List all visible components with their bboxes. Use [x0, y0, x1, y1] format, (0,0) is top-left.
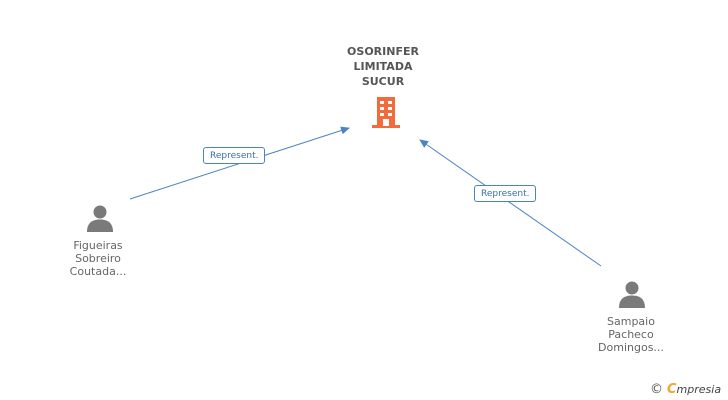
brand-logo[interactable]: © C mpresia	[650, 380, 721, 398]
company-name[interactable]: OSORINFER LIMITADA SUCUR	[323, 44, 443, 89]
company-name-line: SUCUR	[361, 75, 405, 88]
person-name-line: Pacheco	[608, 328, 654, 341]
edge-person-2-to-company	[419, 139, 602, 267]
relation-label[interactable]: Represent.	[203, 147, 266, 164]
brand-logo-initial: C	[667, 381, 677, 397]
copyright-icon: ©	[650, 381, 663, 397]
person-name-line: Figueiras	[73, 239, 123, 252]
relation-label[interactable]: Represent.	[474, 185, 537, 202]
person-name[interactable]: Figueiras Sobreiro Coutada...	[43, 239, 153, 278]
company-name-line: OSORINFER	[347, 45, 419, 58]
building-icon[interactable]	[368, 95, 404, 131]
person-name[interactable]: Sampaio Pacheco Domingos...	[576, 315, 686, 354]
brand-logo-text: mpresia	[676, 382, 722, 396]
person-icon[interactable]	[85, 203, 115, 233]
person-name-line: Sampaio	[607, 315, 655, 328]
person-name-line: Coutada...	[69, 265, 127, 278]
person-name-line: Domingos...	[598, 341, 664, 354]
company-name-line: LIMITADA	[353, 60, 413, 73]
person-icon[interactable]	[617, 279, 647, 309]
person-name-line: Sobreiro	[75, 252, 121, 265]
